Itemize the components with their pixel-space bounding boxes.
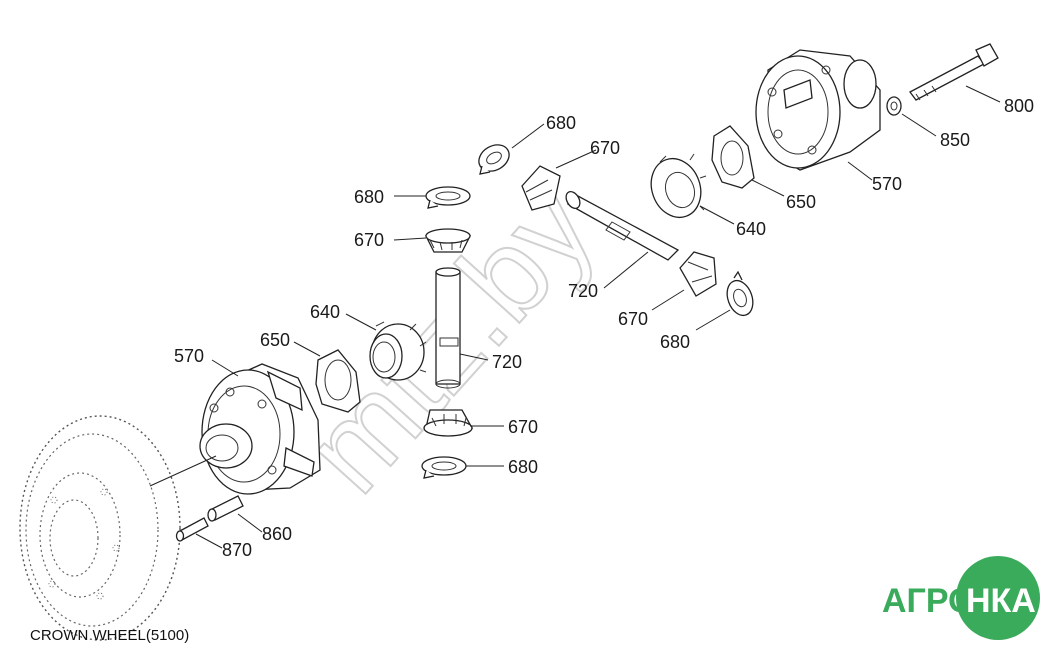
callout-680-top-c: 680 [660,332,690,352]
cross-shaft-720-horizontal [565,190,680,261]
callout-670-bottom: 670 [508,417,538,437]
logo-circle [956,556,1040,640]
callout-640-top: 640 [736,219,766,239]
callout-800: 800 [1004,96,1034,116]
pin-860 [207,495,244,522]
callout-670-top-c: 670 [618,309,648,329]
cross-shaft-720-vertical [435,267,461,389]
housing-570-lower [199,363,321,495]
washer-680-top-c [726,270,754,317]
leader-lines [149,85,1001,549]
callout-570-bottom: 570 [174,346,204,366]
washer-680-lower [421,456,467,479]
logo-text-right: НКА [966,582,1036,620]
logo-text-left: АГРО [882,582,975,620]
pinion-gear-670-lower [423,409,474,437]
housing-570-upper [755,49,881,171]
pinion-gear-670-upper [424,228,472,253]
diagram-caption: CROWN WHEEL(5100) [30,627,190,644]
pin-870 [175,517,209,542]
washer-850 [886,96,902,116]
callout-670-top-b: 670 [354,230,384,250]
thrust-washer-650-lower [315,349,361,413]
pinion-gear-670-top-c [679,251,717,297]
washer-680-top-a [478,144,510,175]
side-gear-640-top [650,153,707,219]
callout-650-top: 650 [786,192,816,212]
callouts: 800 850 570 650 640 670 680 680 670 720 … [174,96,1034,560]
callout-650-bottom: 650 [260,330,290,350]
callout-680-top-b: 680 [354,187,384,207]
pinion-gear-670-top-a [521,165,561,211]
callout-640-bottom: 640 [310,302,340,322]
callout-860: 860 [262,524,292,544]
agronka-logo: АГРО НКА [882,556,1040,640]
callout-570-top: 570 [872,174,902,194]
callout-670-top-a: 670 [590,138,620,158]
crown-wheel [19,415,181,641]
callout-720-top: 720 [568,281,598,301]
bolt-800 [909,43,999,101]
callout-870: 870 [222,540,252,560]
callout-720-bottom: 720 [492,352,522,372]
callout-680-top-a: 680 [546,113,576,133]
washer-680-upper [425,186,471,209]
thrust-washer-650-top [711,125,755,189]
side-gear-640-lower [369,321,427,381]
callout-680-bottom: 680 [508,457,538,477]
callout-850: 850 [940,130,970,150]
